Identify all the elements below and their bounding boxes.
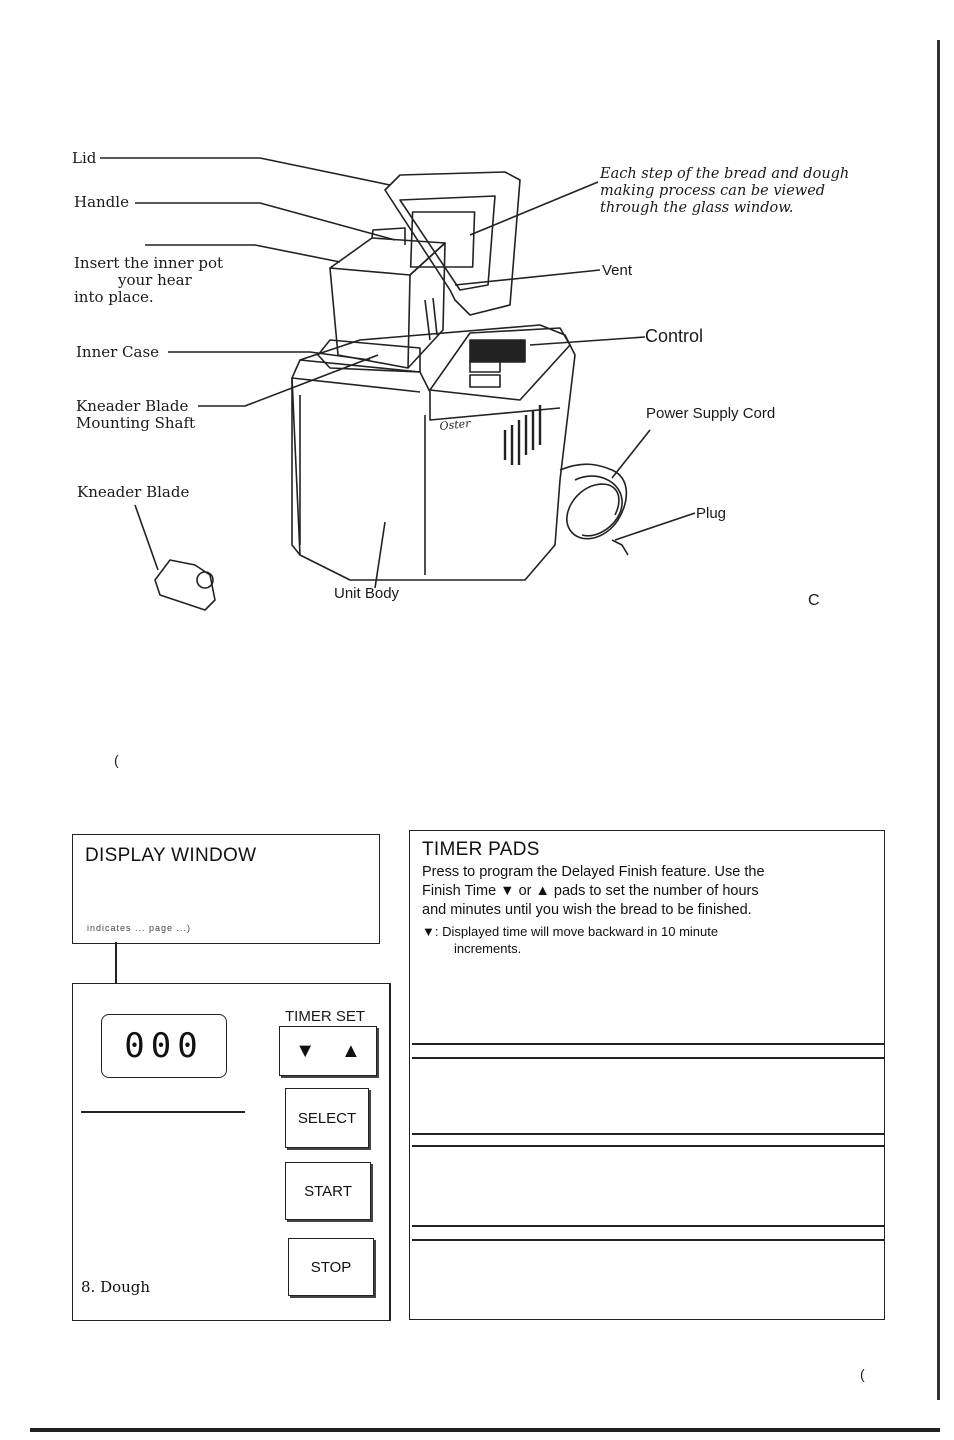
timer-up-button[interactable]: ▲	[341, 1040, 361, 1062]
timer-down-button[interactable]: ▼	[295, 1040, 315, 1062]
lcd-value: 000	[124, 1026, 204, 1066]
label-handle: Handle	[74, 193, 129, 211]
timer-set-label: TIMER SET	[285, 1008, 366, 1025]
label-unit-body: Unit Body	[334, 585, 400, 602]
display-window-box: DISPLAY WINDOW indicates ... page ...)	[72, 834, 380, 944]
stray-c-mark: C	[808, 592, 820, 609]
select-button[interactable]: SELECT	[285, 1088, 369, 1148]
down-arrow-icon: ▼	[500, 883, 515, 899]
timer-pads-section-2	[412, 1133, 884, 1135]
label-kneader-blade-mounting-shaft: Kneader Blade Mounting Shaft	[76, 397, 196, 432]
up-arrow-icon: ▲	[535, 883, 550, 899]
power-cord	[559, 463, 628, 540]
menu-item-dough: 8. Dough	[81, 1278, 151, 1296]
timer-pads-section-3	[412, 1225, 884, 1227]
control-panel-outline	[429, 327, 571, 401]
brand-mark: Oster	[439, 417, 472, 433]
timer-pads-bullet: ▼: Displayed time will move backward in …	[422, 924, 719, 956]
kneader-blade	[154, 559, 216, 611]
bread-maker-illustration: Oster	[100, 157, 696, 611]
panel-divider	[81, 1111, 245, 1113]
lid-outline	[384, 171, 521, 316]
lcd-display: 000	[101, 1014, 227, 1078]
page-bottom-edge	[30, 1428, 940, 1432]
label-vent: Vent	[602, 262, 633, 279]
label-kneader-blade: Kneader Blade	[77, 483, 190, 501]
timer-pads-section-1b	[412, 1057, 884, 1059]
label-lid: Lid	[72, 149, 97, 167]
label-control: Control	[645, 326, 704, 346]
stop-button[interactable]: STOP	[288, 1238, 374, 1296]
unit-body-outline	[291, 324, 576, 581]
timer-pads-box: TIMER PADS Press to program the Delayed …	[409, 830, 885, 1320]
label-insert-inner-pot: Insert the inner pot your hear into plac…	[74, 254, 224, 306]
timer-pads-title: TIMER PADS	[422, 839, 540, 860]
control-panel: 000 TIMER SET ▼ ▲ SELECT START STOP 8. D…	[72, 983, 391, 1321]
timer-pads-section-2b	[412, 1145, 884, 1147]
label-inner-case: Inner Case	[76, 343, 160, 361]
timer-pads-section-1	[412, 1043, 884, 1045]
timer-pads-section-3b	[412, 1239, 884, 1241]
bullet-down-arrow-icon: ▼	[422, 924, 435, 939]
display-window-title: DISPLAY WINDOW	[85, 845, 257, 866]
stray-bar-mark: (	[114, 752, 119, 768]
stray-bottom-mark: (	[860, 1366, 865, 1382]
display-window-fragment: indicates ... page ...)	[87, 923, 192, 933]
start-button[interactable]: START	[285, 1162, 371, 1220]
timer-pads-description: Press to program the Delayed Finish feat…	[422, 864, 765, 918]
label-plug: Plug	[696, 505, 727, 522]
label-glass-window: Each step of the bread and dough making …	[600, 166, 850, 216]
label-power-supply-cord: Power Supply Cord	[646, 405, 776, 422]
timer-set-buttons: ▼ ▲	[279, 1026, 377, 1076]
page-edge-line	[937, 40, 940, 1400]
